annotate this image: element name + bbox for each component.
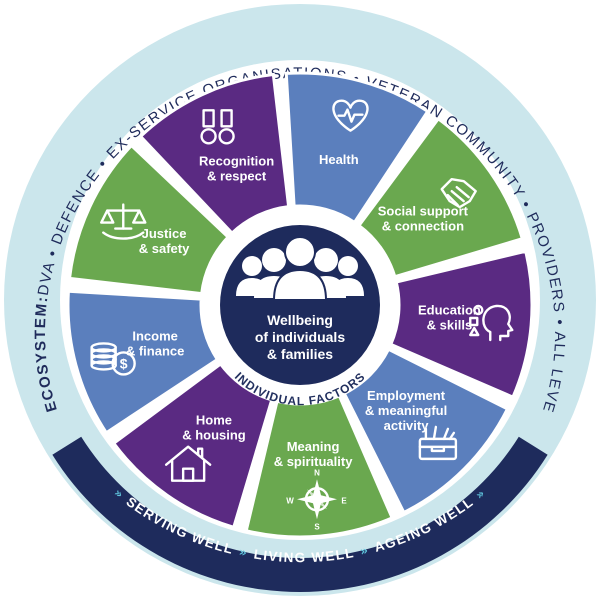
segment-label: & skills: [427, 318, 473, 333]
segment-shape: [111, 361, 274, 530]
medals-icon: [200, 109, 235, 145]
compass-letter-e: E: [341, 496, 347, 505]
center-title-line-2: of individuals: [255, 329, 345, 345]
segment-shape: [67, 143, 231, 296]
head-shapes-icon: [469, 304, 514, 342]
center-title-line-3: & families: [267, 346, 333, 362]
center-title-line-1: Wellbeing: [267, 312, 333, 328]
segment-label: Justice: [142, 226, 187, 241]
segment-shape: [284, 71, 430, 225]
segment-label: & respect: [207, 169, 267, 184]
scales-icon: [100, 203, 147, 240]
segment-compass: N S E W Meaning& spirituality: [244, 393, 395, 539]
segment-house: Home& housing: [111, 361, 274, 530]
segment-head-shapes: Education& skills: [388, 249, 534, 400]
segment-label: Education: [418, 303, 481, 318]
segment-label: Meaning: [287, 439, 340, 454]
segment-label: & meaningful: [365, 403, 447, 418]
segment-label: & spirituality: [274, 454, 354, 469]
segment-shape: [388, 249, 534, 400]
segment-shape: [66, 289, 220, 435]
segment-label: & connection: [382, 218, 464, 233]
segment-label: activity: [384, 418, 430, 433]
segment-label: & safety: [139, 241, 190, 256]
people-group-icon: [236, 236, 364, 301]
segment-label: Employment: [367, 388, 446, 403]
segment-coins: $ Income& finance: [66, 289, 220, 435]
coins-icon: $: [90, 342, 136, 376]
segment-label: Recognition: [199, 154, 274, 169]
heart-pulse-icon: [332, 99, 369, 132]
compass-icon: N S E W: [286, 468, 347, 531]
compass-letter-s: S: [314, 522, 320, 531]
segment-medals: Recognition& respect: [138, 72, 291, 236]
house-icon: [164, 445, 212, 482]
compass-letter-n: N: [314, 468, 320, 477]
segment-heart-pulse: Health: [284, 71, 430, 225]
segment-label: & housing: [182, 427, 246, 442]
segment-label: Home: [196, 412, 232, 427]
band-arrow-icon: »: [359, 543, 371, 559]
segment-label: Social support: [378, 203, 469, 218]
segment-shape: [244, 393, 395, 539]
segment-label: Health: [319, 152, 359, 167]
segment-shape: [356, 116, 525, 279]
dollar-sign-icon: $: [120, 355, 128, 371]
band-arrow-icon: »: [238, 545, 250, 561]
handshake-icon: [440, 177, 477, 209]
segment-scales: Justice& safety: [67, 143, 231, 296]
segment-label: & finance: [126, 343, 185, 358]
toolbox-icon: [418, 425, 458, 461]
segment-label: Income: [132, 328, 178, 343]
compass-letter-w: W: [286, 496, 294, 505]
segment-shape: [138, 72, 291, 236]
life-stage-band: [52, 436, 548, 592]
band-phrase-living: LIVING WELL: [253, 545, 356, 565]
segment-handshake: Social support& connection: [356, 116, 525, 279]
